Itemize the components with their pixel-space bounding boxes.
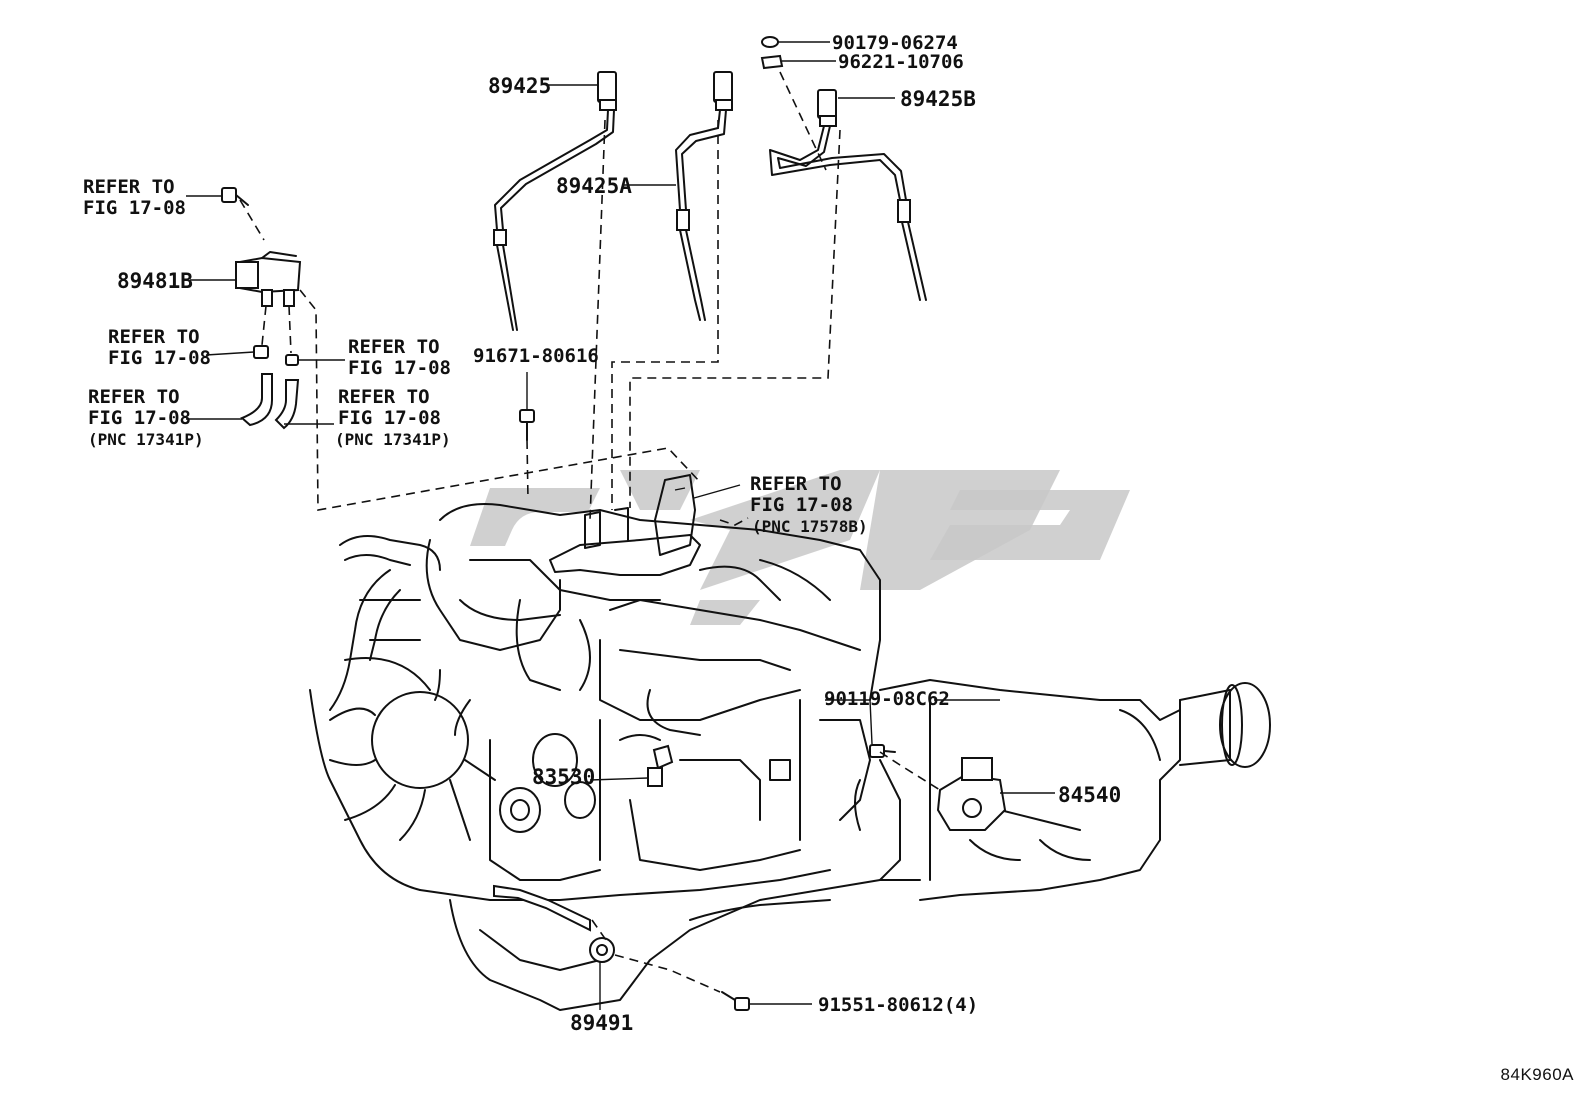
bolt-90119[interactable]	[869, 744, 896, 758]
watermark-logo	[470, 470, 1130, 625]
exhaust-temp-sensor-89425B[interactable]	[769, 89, 927, 301]
crank-sensor-89491[interactable]	[493, 884, 615, 963]
pnc-ref-1: (PNC 17341P)	[88, 430, 204, 449]
bolt-91551[interactable]	[721, 991, 750, 1011]
fig-ref-6: FIG 17-08	[750, 494, 853, 516]
pnc-ref-2: (PNC 17341P)	[335, 430, 451, 449]
label-89425: 89425	[488, 74, 551, 98]
refer-to-2: REFER TO	[108, 326, 200, 348]
label-90179-06274: 90179-06274	[832, 32, 958, 54]
label-90119-08C62: 90119-08C62	[824, 688, 950, 710]
hose-right[interactable]	[274, 379, 300, 430]
bolt-refer-17-08[interactable]	[221, 187, 249, 206]
fig-ref-1: FIG 17-08	[83, 197, 186, 219]
label-89425A: 89425A	[556, 174, 632, 198]
fitting-right[interactable]	[285, 354, 299, 366]
bolt-91671[interactable]	[519, 409, 535, 441]
diagram-id: 84K960A	[1500, 1065, 1574, 1084]
label-91671-80616: 91671-80616	[473, 345, 599, 367]
fig-ref-2: FIG 17-08	[108, 347, 211, 369]
label-96221-10706: 96221-10706	[838, 51, 964, 73]
clamp-96221[interactable]	[760, 54, 784, 70]
exhaust-temp-sensor-89425A[interactable]	[675, 71, 733, 321]
clip-90179[interactable]	[761, 36, 779, 48]
refer-to-1: REFER TO	[83, 176, 175, 198]
oil-pressure-switch-83530[interactable]	[647, 744, 674, 787]
label-91551-80612: 91551-80612(4)	[818, 994, 978, 1016]
label-89491: 89491	[570, 1011, 633, 1035]
position-sensor-84540[interactable]	[936, 757, 1007, 831]
label-84540: 84540	[1058, 783, 1121, 807]
hose-left[interactable]	[240, 373, 273, 427]
engine-assembly-drawing	[309, 474, 1271, 1011]
fitting-left[interactable]	[253, 345, 269, 359]
refer-to-4: REFER TO	[88, 386, 180, 408]
fig-ref-4: FIG 17-08	[88, 407, 191, 429]
pnc-ref-3: (PNC 17578B)	[752, 517, 868, 536]
pressure-sensor-89481B[interactable]	[235, 251, 302, 307]
refer-to-3: REFER TO	[348, 336, 440, 358]
refer-to-6: REFER TO	[750, 473, 842, 495]
label-89481B: 89481B	[117, 269, 193, 293]
fig-ref-5: FIG 17-08	[338, 407, 441, 429]
refer-to-5: REFER TO	[338, 386, 430, 408]
exhaust-temp-sensor-89425[interactable]	[493, 71, 617, 331]
label-83530: 83530	[532, 765, 595, 789]
label-89425B: 89425B	[900, 87, 976, 111]
assembly-dashed-lines	[239, 71, 941, 993]
leader-lines	[186, 41, 1055, 1010]
fig-ref-3: FIG 17-08	[348, 357, 451, 379]
